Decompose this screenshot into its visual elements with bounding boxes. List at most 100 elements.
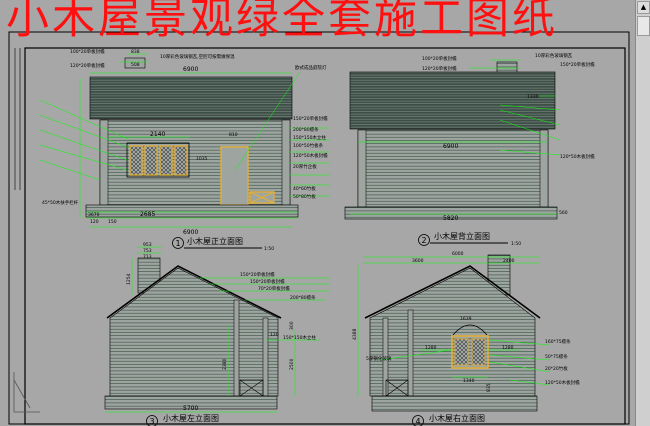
dim-text: 1330 [527, 94, 539, 100]
svg-text:小木屋背立面图: 小木屋背立面图 [434, 231, 490, 241]
door [220, 146, 249, 206]
wall [109, 267, 279, 397]
dim-text: 2500 [289, 358, 295, 370]
svg-text:小木屋左立面图: 小木屋左立面图 [163, 413, 219, 423]
annotation: 45*50木扶手栏杆 [42, 199, 79, 206]
dim-text: 1035 [196, 156, 208, 162]
dim-text: 2140 [150, 131, 165, 138]
dim-text: 560 [559, 210, 568, 216]
base [344, 206, 558, 220]
dim-text: 5700 [183, 405, 198, 412]
scroll-up-arrow-icon[interactable]: ▲ [637, 1, 650, 14]
annotation: 70*20单板封檐 [258, 285, 290, 292]
back-elevation[interactable]: 6900 5820 1330 560 100*20单板封檐 120*20单板封檐… [344, 52, 595, 247]
svg-text:1:50: 1:50 [511, 241, 521, 247]
roof-edge [364, 265, 541, 319]
annotation: 120*50木板封檐 [545, 379, 580, 386]
drawing-frame [8, 31, 630, 425]
window [451, 335, 489, 369]
dim-text: 2380 [222, 358, 228, 370]
dim-text: 120 [90, 219, 99, 225]
annotation: 150*20单板封檐 [240, 271, 275, 278]
dim-text: 150 [108, 219, 117, 225]
annotation: 10厚彩色玻璃钢瓦,空腔可按需做保温 [160, 53, 235, 60]
dim-text: 6000 [452, 251, 464, 257]
svg-text:1: 1 [176, 239, 181, 248]
cad-drawing-canvas[interactable]: 6900 2140 6900 2685 838 508 1035 810 367… [0, 0, 636, 426]
view-caption-left: 3 小木屋左立面图 [146, 413, 219, 426]
vertical-scrollbar[interactable]: ▲ [635, 0, 650, 426]
view-caption-front: 1 小木屋正立面图 1:50 [172, 236, 274, 252]
left-elevation[interactable]: 953 753 713 1254 5700 2380 2500 300 120 … [104, 242, 330, 426]
annotation: 5厚钢化玻璃 [366, 355, 392, 362]
page-title: 小木屋景观绿全套施工图纸 [6, 0, 558, 44]
dim-text: 6900 [443, 143, 458, 150]
dim-text: 3670 [88, 212, 100, 218]
annotation: 100*20单板封檐 [70, 48, 105, 55]
roof-edge [106, 265, 282, 319]
dim-text: 2685 [140, 211, 155, 218]
base [104, 395, 278, 410]
annotation: 100*50竹板条 [293, 142, 324, 149]
annotation: 150*20单板封檐 [250, 278, 285, 285]
dim-text: 3600 [412, 258, 424, 264]
dim-text: 713 [143, 254, 152, 260]
annotation: 160*75檩条 [545, 338, 571, 345]
ucs-axis-icon [13, 372, 40, 413]
dim-text: 1639 [460, 316, 472, 322]
annotation: 20*20竹板 [545, 365, 568, 372]
right-elevation[interactable]: 6000 3600 2400 4388 1639 1280 1280 1340 … [352, 251, 580, 426]
dim-text: 953 [143, 242, 152, 248]
roof [349, 71, 556, 130]
dim-text: 120 [270, 332, 279, 338]
dim-text: 1340 [463, 378, 475, 384]
svg-text:小木屋正立面图: 小木屋正立面图 [187, 236, 243, 246]
dim-text: 1280 [502, 345, 514, 351]
annotation: 10厚彩色玻璃钢瓦 [535, 52, 573, 59]
svg-text:3: 3 [150, 417, 155, 426]
annotation: 40*60竹板 [293, 185, 316, 192]
dim-text: 4388 [352, 328, 358, 340]
svg-text:4: 4 [416, 417, 421, 426]
dim-text: 1254 [126, 273, 132, 285]
annotation: 150*150木立柱 [293, 134, 326, 141]
annotation: 100*20单板封檐 [422, 55, 457, 62]
dim-text: 835 [486, 383, 492, 392]
svg-text:小木屋右立面图: 小木屋右立面图 [429, 413, 485, 423]
post [281, 119, 291, 206]
annotation: 200*80檩条 [290, 294, 316, 301]
svg-text:2: 2 [422, 236, 427, 245]
dim-text: 838 [131, 49, 140, 55]
annotation: 120*50木板封檐 [560, 153, 595, 160]
dim-text: 6900 [183, 229, 198, 236]
chimney [124, 57, 146, 69]
wall [357, 129, 549, 208]
post [407, 309, 414, 397]
annotation: 150*20单板封檐 [560, 61, 595, 68]
window-arch [452, 324, 488, 336]
annotation: 150*150木立柱 [283, 334, 316, 341]
post [262, 317, 269, 397]
roof [89, 76, 293, 120]
dim-text: 300 [289, 321, 295, 330]
svg-text:1:50: 1:50 [264, 246, 274, 252]
view-caption-back: 2 小木屋背立面图 1:50 [418, 231, 521, 247]
scroll-thumb[interactable] [637, 16, 650, 36]
annotation: 50*80竹板 [293, 193, 316, 200]
dim-text: 508 [131, 62, 140, 68]
base [371, 395, 538, 412]
annotation: 120*50木板封檐 [293, 152, 328, 159]
dimension-lines [39, 53, 330, 228]
front-elevation[interactable]: 6900 2140 6900 2685 838 508 1035 810 367… [39, 48, 330, 252]
view-caption-right: 4 小木屋右立面图 [412, 413, 485, 426]
dim-text: 5820 [443, 215, 458, 222]
annotation: 120*20单板封檐 [422, 65, 457, 72]
dim-text: 753 [143, 248, 152, 254]
annotation: 欧式成品庭院灯 [295, 64, 327, 71]
annotation: 50*75檩条 [545, 353, 568, 360]
annotation: 200*80檩条 [293, 126, 319, 133]
dim-text: 810 [229, 132, 238, 138]
dim-text: 6900 [183, 66, 198, 73]
dim-text: 1280 [425, 345, 437, 351]
annotation: 150*20单板封檐 [293, 115, 328, 122]
